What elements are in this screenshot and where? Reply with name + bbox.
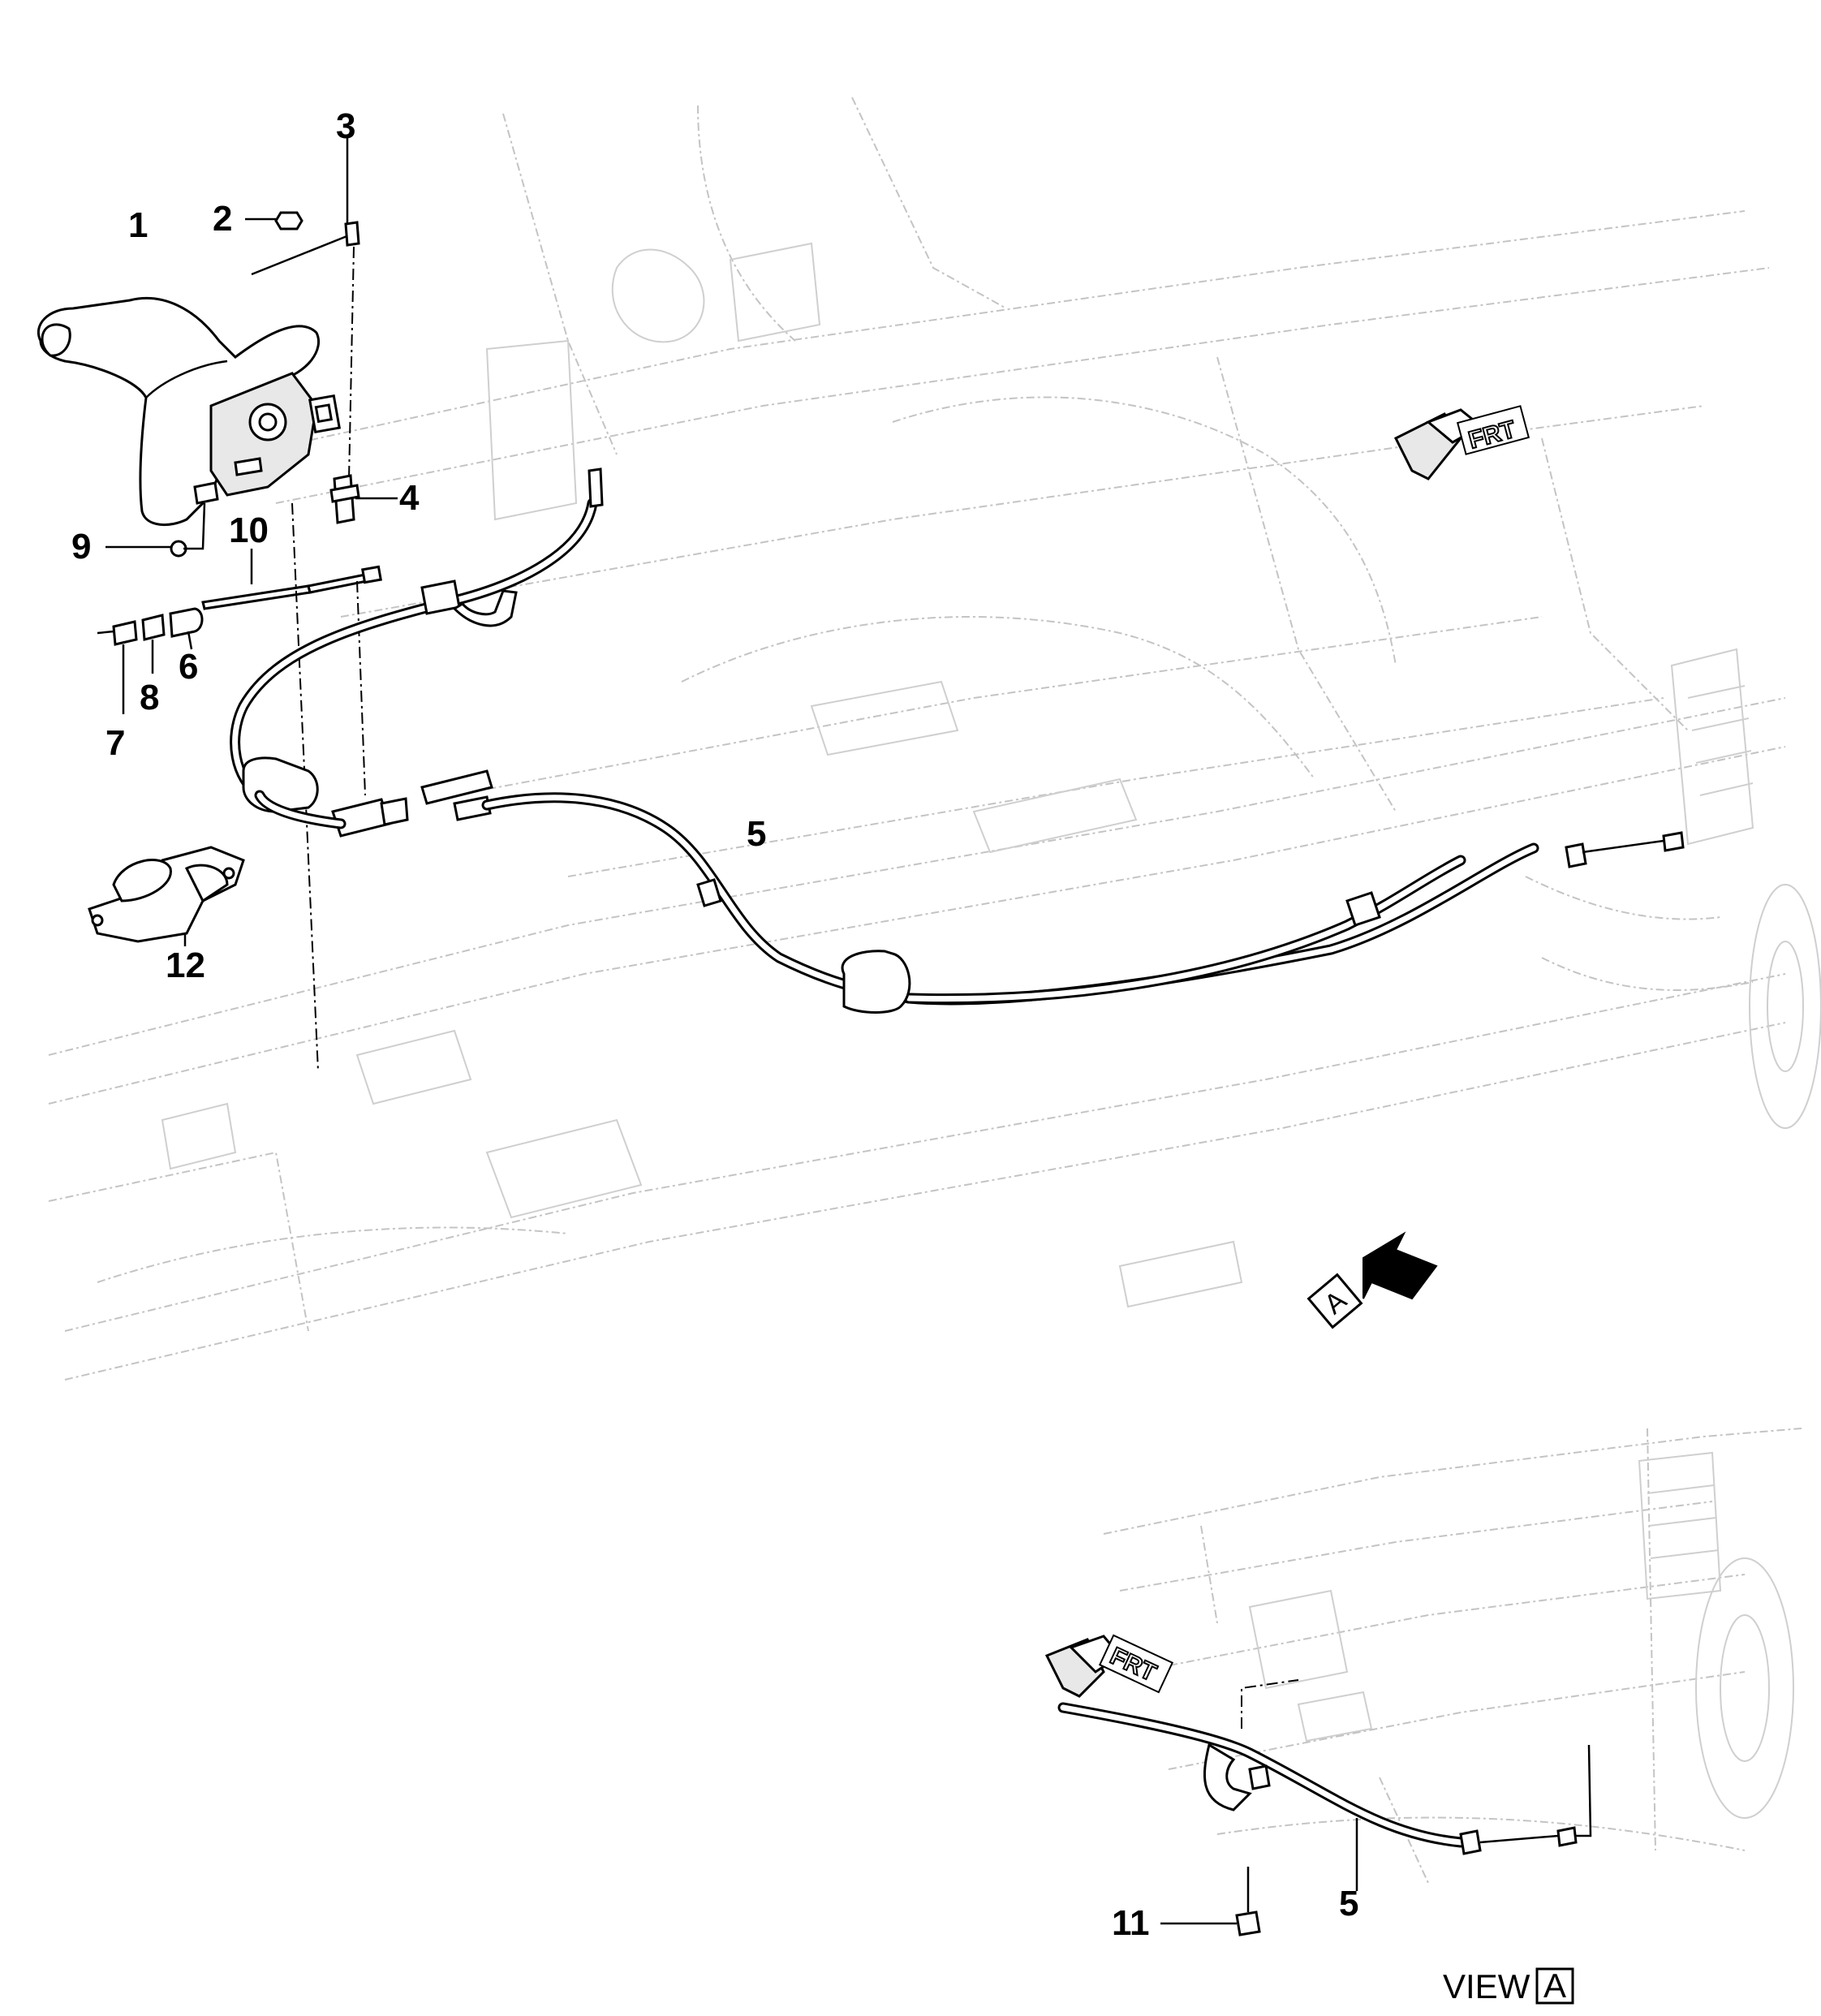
- vehicle-underbody-background: [48, 97, 1821, 1381]
- callout-4: 4: [399, 478, 420, 518]
- front-direction-marker-view: FRT: [1044, 1634, 1174, 1698]
- callout-labels: 1 2 3 4 5 6 7 8 9 10 12 11 5: [71, 106, 1358, 1943]
- view-a-inset-background: [1103, 1428, 1802, 1884]
- assembly-guide-lines: [291, 502, 366, 1072]
- view-caption: VIEW A: [1443, 1966, 1574, 2005]
- part-5-parking-brake-cables: [230, 467, 1685, 1014]
- part-10-rod: [201, 549, 382, 610]
- view-caption-letter: A: [1543, 1966, 1566, 2005]
- part-12-cable-bracket: [88, 846, 245, 946]
- part-3-clip: [251, 135, 360, 480]
- callout-11: 11: [1112, 1903, 1150, 1943]
- parking-brake-lever-assembly: [37, 296, 341, 527]
- part-4-switch: [329, 474, 398, 524]
- callout-10: 10: [229, 510, 269, 550]
- callout-5-view: 5: [1339, 1884, 1358, 1923]
- front-direction-marker-main: FRT: [1393, 405, 1530, 480]
- callout-1: 1: [128, 205, 148, 245]
- part-2-nut: [245, 211, 304, 230]
- view-a-cable-detail: [1057, 1679, 1592, 1936]
- callout-2: 2: [213, 199, 232, 239]
- callout-7: 7: [105, 723, 125, 763]
- callout-3: 3: [336, 106, 355, 146]
- callout-6: 6: [179, 647, 198, 687]
- view-caption-prefix: VIEW: [1443, 1967, 1530, 2005]
- view-arrow-icon: [1363, 1231, 1438, 1300]
- callout-5: 5: [747, 814, 766, 854]
- callout-9: 9: [71, 527, 91, 566]
- view-a-arrow-marker: A: [1307, 1231, 1438, 1329]
- parts-6-7-8-adjusters: [97, 607, 204, 714]
- part-9-bolt: [105, 502, 206, 558]
- callout-8: 8: [140, 678, 159, 717]
- callout-12: 12: [166, 946, 205, 985]
